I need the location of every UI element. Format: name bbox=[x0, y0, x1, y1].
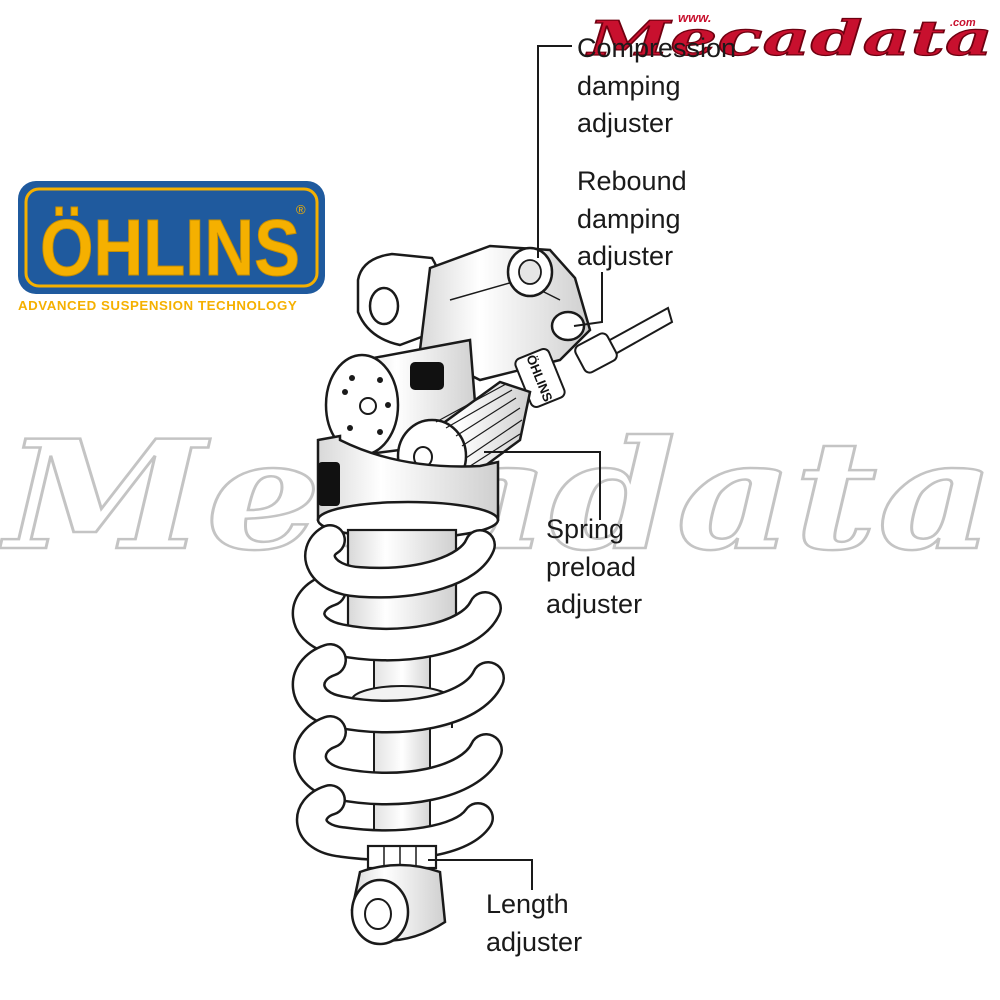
rebound-damping-adjuster-label: Rebound damping adjuster bbox=[577, 166, 687, 271]
mecadata-logo-dotcom: .com bbox=[950, 17, 976, 29]
compression-adjuster-knob bbox=[506, 246, 554, 298]
leader-lines bbox=[428, 45, 603, 890]
compression-damping-adjuster-label: Compression damping adjuster bbox=[577, 33, 737, 138]
ohlins-registered-mark: ® bbox=[296, 202, 306, 217]
ohlins-logo: ÖHLINS ® bbox=[18, 181, 325, 294]
ohlins-logo-wordmark: ÖHLINS bbox=[40, 203, 300, 292]
ohlins-logo-tagline: ADVANCED SUSPENSION TECHNOLOGY bbox=[18, 298, 298, 313]
leader-spring-preload bbox=[484, 451, 601, 520]
rebound-adjuster-knob bbox=[550, 310, 586, 342]
leader-compression bbox=[537, 45, 572, 258]
remote-hose bbox=[574, 306, 674, 374]
mecadata-logo-main: Mecadata bbox=[585, 11, 993, 67]
reservoir-cylinder bbox=[324, 338, 480, 457]
length-adjuster-label: Length adjuster bbox=[486, 889, 583, 957]
mecadata-logo: Mecadata www. .com bbox=[584, 10, 993, 68]
spring-preload-adjuster-label: Spring preload adjuster bbox=[546, 514, 643, 619]
coil-spring bbox=[291, 524, 505, 861]
length-adjuster bbox=[366, 844, 438, 870]
leader-rebound bbox=[573, 272, 603, 327]
leader-length bbox=[428, 859, 533, 890]
mecadata-logo-www: www. bbox=[678, 10, 711, 25]
bottom-mount-eye bbox=[350, 863, 447, 946]
